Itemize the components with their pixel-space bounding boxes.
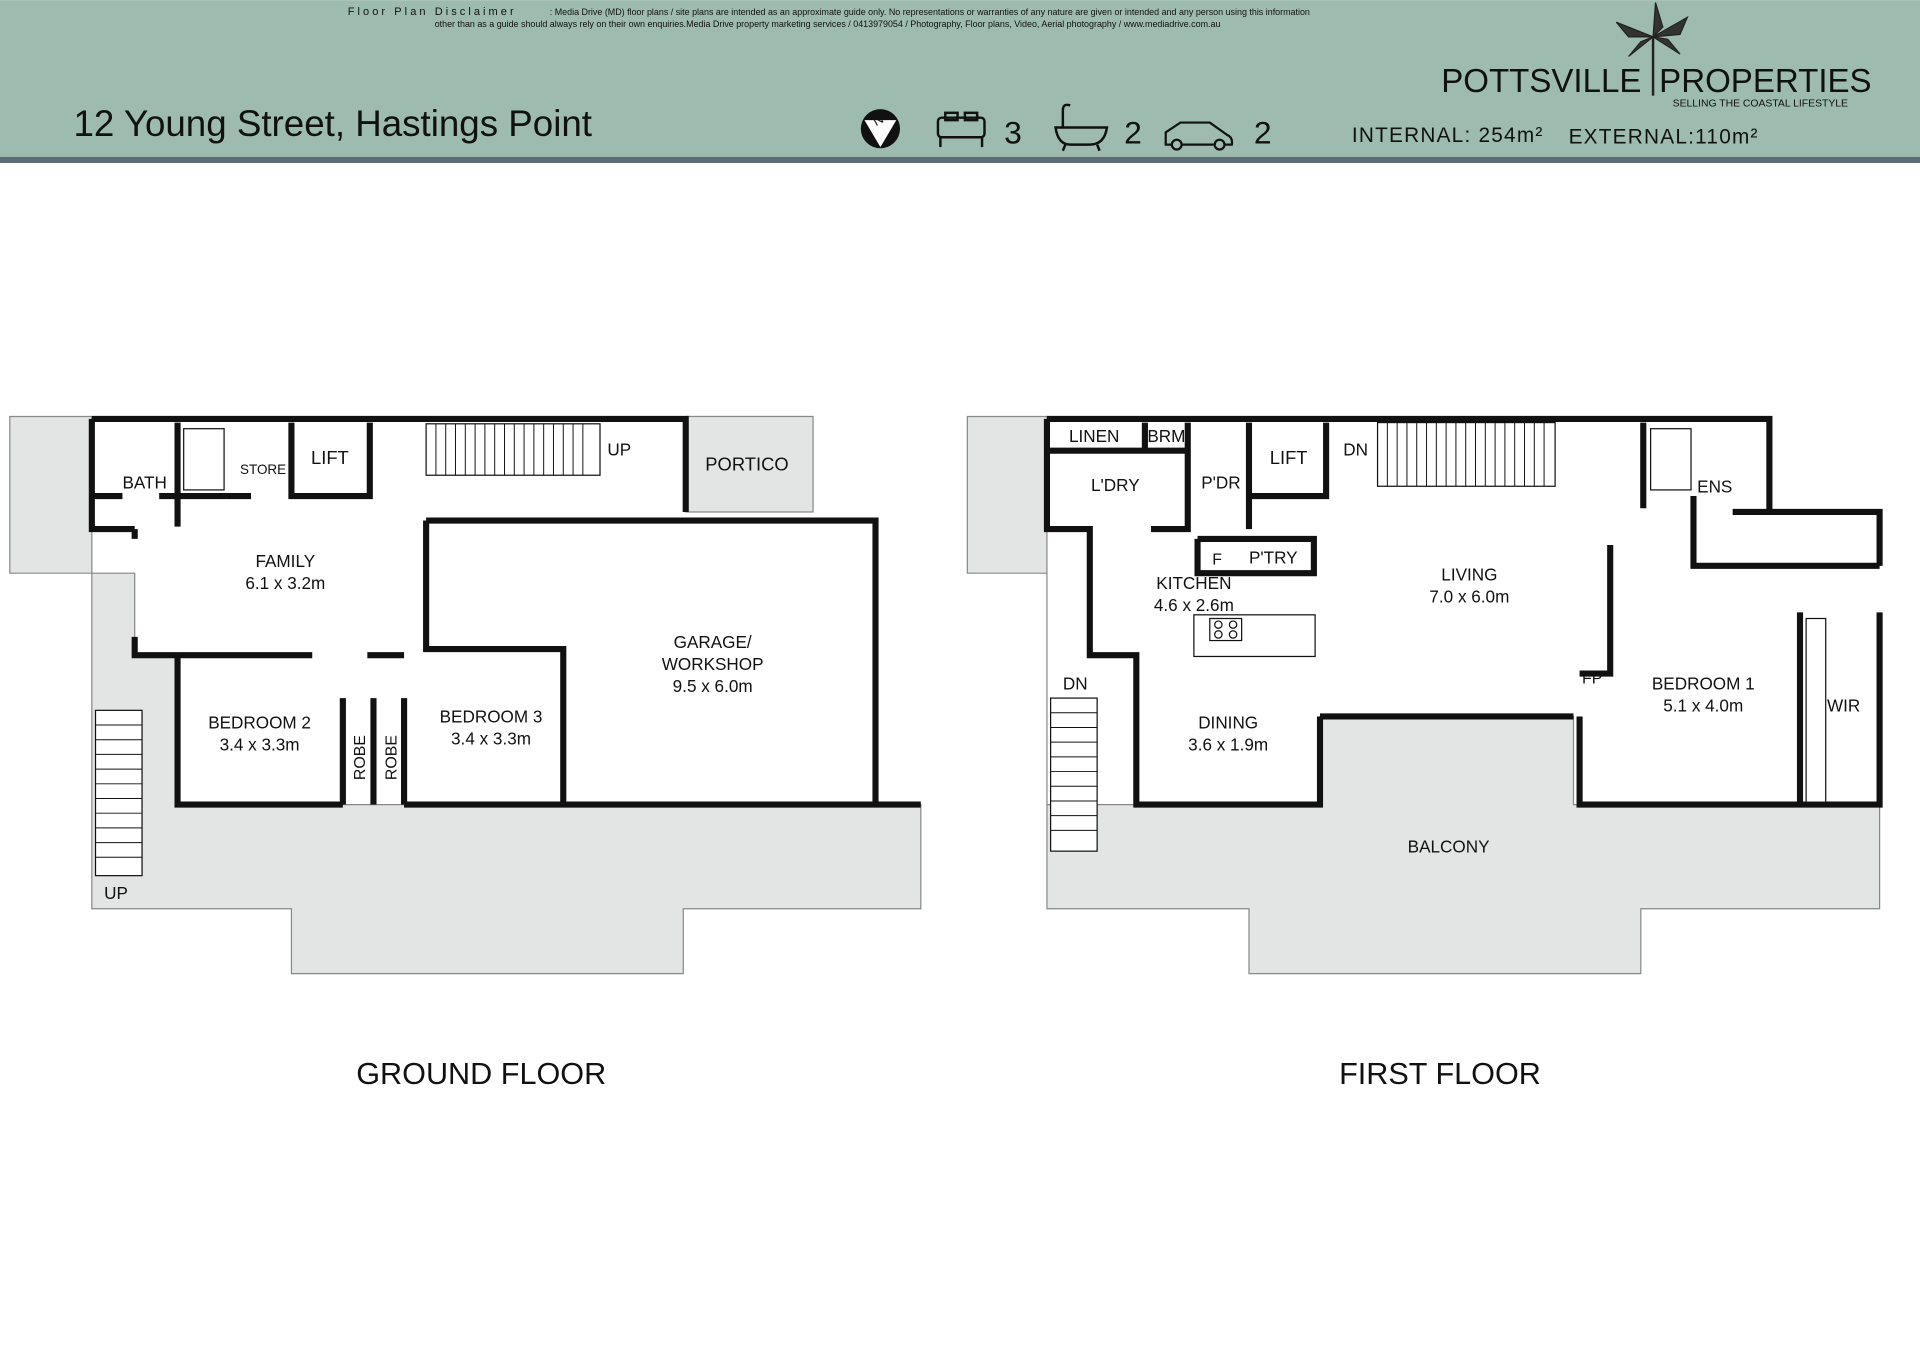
room-lift: LIFT xyxy=(311,447,349,468)
header-divider xyxy=(0,156,1920,163)
room-ensuite: ENS xyxy=(1697,476,1732,496)
room-kitchen: KITCHEN xyxy=(1156,573,1231,593)
bed-icon xyxy=(936,111,986,148)
room-family: FAMILY xyxy=(255,551,315,571)
deck-stairs xyxy=(94,709,143,877)
compass-icon: N xyxy=(860,109,900,149)
bath-icon xyxy=(1054,103,1109,152)
room-lift-first: LIFT xyxy=(1270,447,1308,468)
room-living: LIVING xyxy=(1441,565,1497,585)
ground-stairs-treads xyxy=(435,423,584,476)
room-powder: P'DR xyxy=(1201,473,1240,493)
first-walls xyxy=(1043,415,1883,808)
deck-down-label: DN xyxy=(1063,674,1088,694)
room-bath: BATH xyxy=(122,473,166,493)
room-robe-1: ROBE xyxy=(352,735,369,780)
room-living-size: 7.0 x 6.0m xyxy=(1429,587,1509,607)
room-kitchen-size: 4.6 x 2.6m xyxy=(1154,595,1234,615)
room-dining: DINING xyxy=(1198,713,1258,733)
room-garage-line2: WORKSHOP xyxy=(662,654,764,674)
disclaimer-line-2: other than as a guide should always rely… xyxy=(435,19,1221,29)
stairs-up-label: UP xyxy=(607,440,631,460)
brand-name-right: PROPERTIES xyxy=(1659,63,1871,100)
external-area: EXTERNAL:110m² xyxy=(1569,125,1759,148)
car-icon xyxy=(1164,121,1234,151)
ensuite-shower-icon xyxy=(1650,428,1692,491)
ground-walls xyxy=(88,415,921,808)
disclaimer-title: Floor Plan Disclaimer xyxy=(348,6,517,18)
room-garage-size: 9.5 x 6.0m xyxy=(673,676,753,696)
wir-shelf xyxy=(1805,617,1827,803)
first-stairs xyxy=(1376,421,1556,487)
room-brm: BRM xyxy=(1147,426,1185,446)
room-dining-size: 3.6 x 1.9m xyxy=(1188,735,1268,755)
room-bedroom-3-size: 3.4 x 3.3m xyxy=(451,729,531,749)
disclaimer-line-1: : Media Drive (MD) floor plans / site pl… xyxy=(550,7,1310,17)
first-floor-title: FIRST FLOOR xyxy=(1339,1057,1541,1091)
fireplace-label: FP xyxy=(1582,670,1602,687)
deck-up-label: UP xyxy=(104,883,128,903)
room-bedroom-1-size: 5.1 x 4.0m xyxy=(1663,696,1743,716)
room-pantry: P'TRY xyxy=(1249,547,1298,567)
bed-count: 3 xyxy=(1004,114,1022,150)
brand-name-left: POTTSVILLE xyxy=(1441,63,1641,100)
ground-floor-plan: BATH STORE LIFT UP PORTICO FAMILY 6.1 x … xyxy=(9,415,922,1091)
internal-area: INTERNAL: 254m² xyxy=(1352,124,1544,147)
first-deck-stairs xyxy=(1050,697,1098,852)
property-address: 12 Young Street, Hastings Point xyxy=(73,103,592,144)
room-family-size: 6.1 x 3.2m xyxy=(245,573,325,593)
room-bedroom-1: BEDROOM 1 xyxy=(1652,674,1755,694)
fridge-label: F xyxy=(1212,552,1222,569)
palm-tree-icon xyxy=(1615,2,1689,96)
room-balcony: BALCONY xyxy=(1408,836,1490,856)
room-laundry: L'DRY xyxy=(1091,475,1140,495)
room-wir: WIR xyxy=(1827,696,1860,716)
ground-floor-title: GROUND FLOOR xyxy=(356,1057,606,1091)
room-garage: GARAGE/ xyxy=(674,632,752,652)
brand-logo: POTTSVILLE PROPERTIES SELLING THE COASTA… xyxy=(1441,2,1872,110)
stairs-down-label: DN xyxy=(1343,440,1368,460)
room-bedroom-3: BEDROOM 3 xyxy=(440,707,543,727)
cooktop-icon xyxy=(1209,617,1243,642)
shower-icon xyxy=(183,428,225,491)
car-count: 2 xyxy=(1254,114,1272,150)
room-bedroom-2-size: 3.4 x 3.3m xyxy=(220,735,300,755)
first-floor-plan: LINEN BRM L'DRY P'DR LIFT DN ENS F P'TRY… xyxy=(966,415,1883,1091)
kitchen-island xyxy=(1193,614,1316,658)
bath-count: 2 xyxy=(1124,114,1142,150)
brand-tagline: SELLING THE COASTAL LIFESTYLE xyxy=(1673,99,1848,110)
portico-area xyxy=(685,415,814,513)
ground-deck xyxy=(9,415,922,975)
room-portico: PORTICO xyxy=(705,453,788,474)
room-bedroom-2: BEDROOM 2 xyxy=(208,713,311,733)
room-store: STORE xyxy=(240,462,286,477)
room-robe-2: ROBE xyxy=(384,735,401,780)
header-band xyxy=(0,0,1920,157)
room-linen: LINEN xyxy=(1069,426,1119,446)
ground-stairs xyxy=(425,423,601,476)
